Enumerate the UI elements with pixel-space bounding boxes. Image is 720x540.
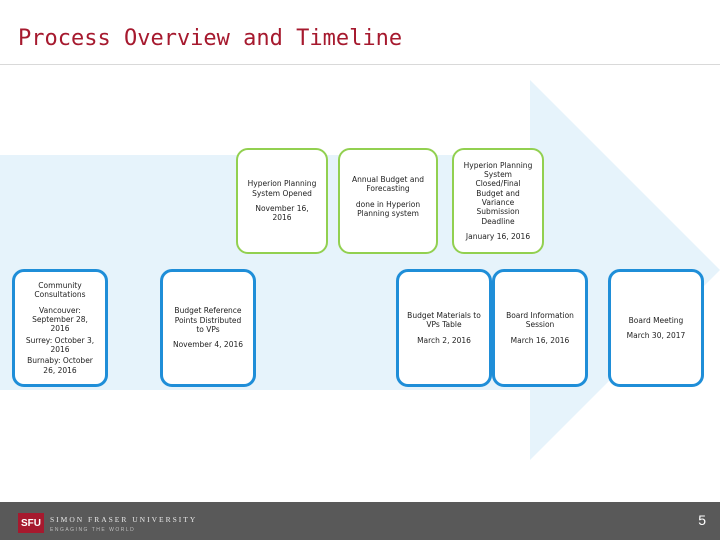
milestone-date: January 16, 2016 bbox=[465, 232, 531, 242]
milestone-date: November 4, 2016 bbox=[172, 340, 244, 350]
milestone-text: Community Consultations bbox=[34, 280, 86, 300]
milestone-date: Vancouver: September 28, 2016 bbox=[32, 305, 88, 334]
milestone-hyperion-closed: Hyperion Planning System Closed/Final Bu… bbox=[452, 148, 544, 254]
milestone-date: March 30, 2017 bbox=[626, 331, 686, 340]
milestone-text: Hyperion Planning System Closed/Final Bu… bbox=[463, 160, 533, 226]
milestone-board-information-session: Board Information Session March 16, 2016 bbox=[492, 269, 588, 387]
page-number: 5 bbox=[698, 512, 706, 528]
milestone-date: Burnaby: October 26, 2016 bbox=[27, 356, 93, 375]
milestone-date: March 2, 2016 bbox=[417, 335, 471, 345]
milestone-board-meeting: Board Meeting March 30, 2017 bbox=[608, 269, 704, 387]
milestone-text: Board Meeting bbox=[628, 315, 684, 325]
milestone-budget-materials: Budget Materials to VPs Table March 2, 2… bbox=[396, 269, 492, 387]
milestone-text: Budget Reference Points Distributed to V… bbox=[174, 306, 242, 334]
milestone-text: Hyperion Planning System Opened bbox=[247, 179, 317, 198]
milestone-budget-reference-points: Budget Reference Points Distributed to V… bbox=[160, 269, 256, 387]
milestone-date: March 16, 2016 bbox=[510, 335, 570, 345]
page-title: Process Overview and Timeline bbox=[18, 26, 403, 51]
milestone-text: done in Hyperion Planning system bbox=[355, 199, 421, 219]
milestone-text: Board Information Session bbox=[506, 310, 574, 330]
timeline-arrow-shape bbox=[0, 80, 720, 460]
footer-bar bbox=[0, 502, 720, 540]
milestone-date: November 16, 2016 bbox=[255, 204, 309, 223]
milestone-annual-budget: Annual Budget and Forecasting done in Hy… bbox=[338, 148, 438, 254]
university-name: SIMON FRASER UNIVERSITY bbox=[50, 515, 198, 524]
milestone-date: Surrey: October 3, 2016 bbox=[25, 335, 95, 355]
milestone-text: Budget Materials to VPs Table bbox=[407, 310, 481, 330]
title-divider bbox=[0, 64, 720, 65]
milestone-community-consultations: Community Consultations Vancouver: Septe… bbox=[12, 269, 108, 387]
milestone-hyperion-opened: Hyperion Planning System Opened November… bbox=[236, 148, 328, 254]
milestone-text: Annual Budget and Forecasting bbox=[352, 175, 424, 194]
university-tagline: ENGAGING THE WORLD bbox=[50, 527, 136, 533]
sfu-logo-mark: SFU bbox=[18, 513, 44, 533]
